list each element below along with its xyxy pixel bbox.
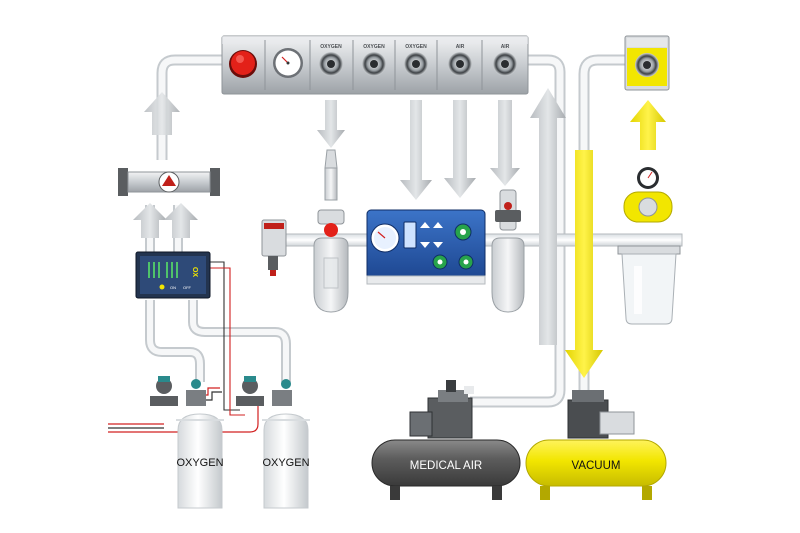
outlet-label: OXYGEN [363,44,385,50]
control-unit-label: OX [191,267,198,277]
oxygen-cylinder-2: OXYGEN [236,376,310,509]
oxygen-flowmeter[interactable] [313,149,349,313]
medical-air-label: MEDICAL AIR [410,460,482,472]
outlet-oxygen-3[interactable]: OXYGEN [404,44,428,76]
outlet-air-1[interactable]: AIR [448,44,472,76]
outlet-air-2[interactable]: AIR [493,44,517,76]
alarm-button[interactable] [229,50,257,78]
gas-outlet-panel: OXYGEN OXYGEN OXYGEN AIR AIR [221,35,529,95]
outlet-label: AIR [501,44,510,50]
vacuum-tank: VACUUM [525,390,667,500]
air-flowmeter[interactable] [491,189,525,313]
flow-arrows [133,88,666,378]
suction-jar [617,245,681,325]
outlet-label: OXYGEN [405,44,427,50]
oxygen-blender-device[interactable] [366,209,486,285]
outlet-label: OXYGEN [320,44,342,50]
vacuum-label: VACUUM [572,460,621,472]
on-label: ON [170,285,176,290]
pressure-gauge [273,48,303,78]
oxygen-cylinder-1: OXYGEN [150,376,224,509]
outlet-oxygen-2[interactable]: OXYGEN [362,44,386,76]
on-indicator-icon [159,284,165,290]
rail-adapter[interactable] [261,219,287,276]
vacuum-outlet[interactable] [624,35,670,91]
outlet-label: AIR [456,44,465,50]
cylinder-label: OXYGEN [262,457,309,469]
vacuum-regulator[interactable] [623,167,673,223]
oxygen-manifold [118,168,220,196]
medical-air-tank: MEDICAL AIR [371,380,521,500]
outlet-oxygen-1[interactable]: OXYGEN [319,44,343,76]
cylinder-label: OXYGEN [176,457,223,469]
oxygen-control-unit[interactable]: OX ON OFF [135,251,211,299]
off-label: OFF [183,285,192,290]
